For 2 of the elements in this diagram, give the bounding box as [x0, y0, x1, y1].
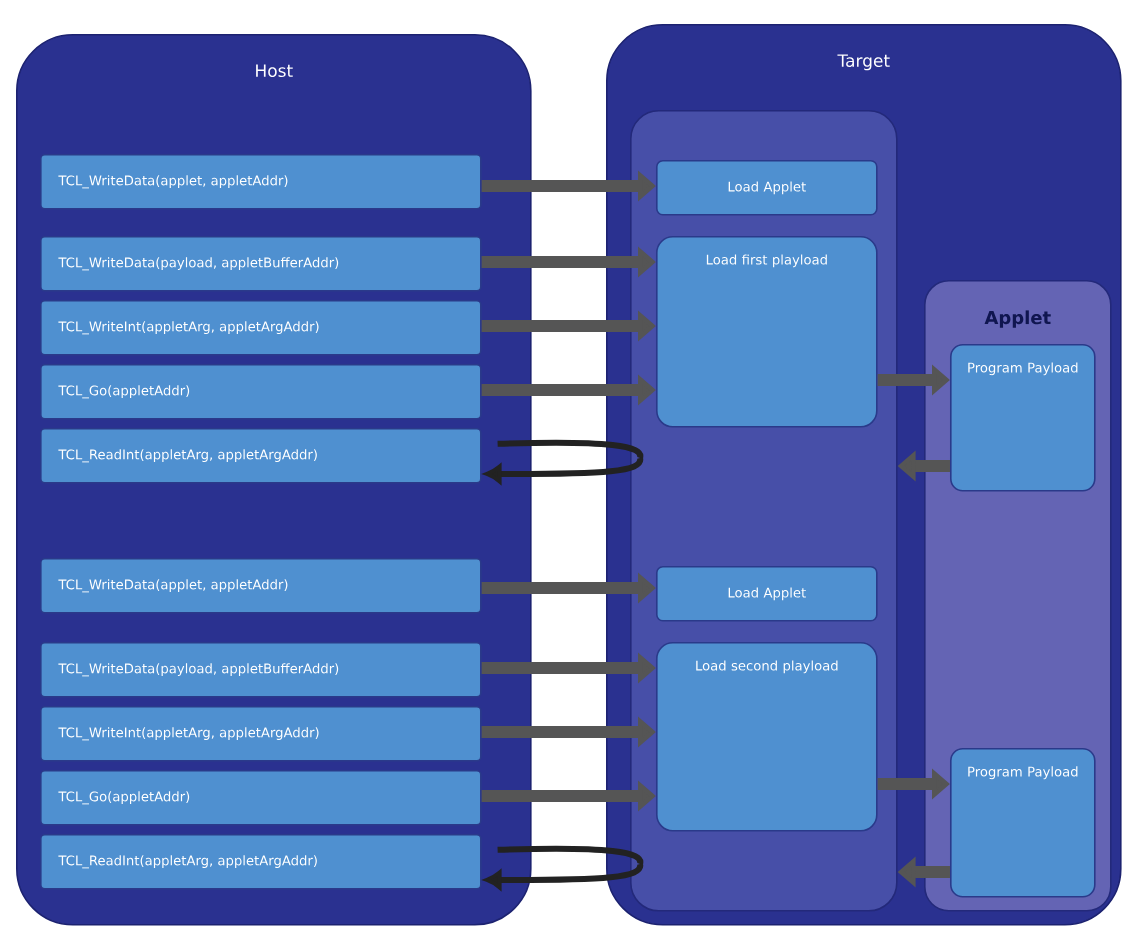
- loop-arrow: [485, 439, 644, 484]
- loop-arrow: [485, 845, 644, 890]
